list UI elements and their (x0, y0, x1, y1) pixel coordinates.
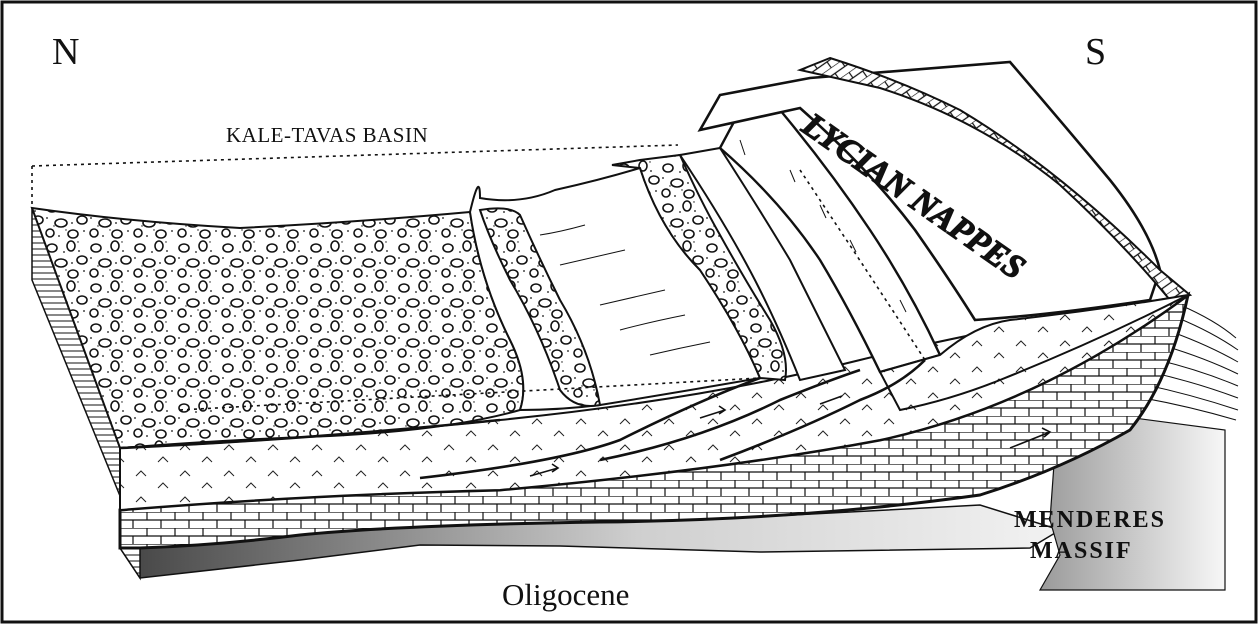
massif-label-line2: MASSIF (1030, 538, 1133, 564)
basin-label: KALE-TAVAS BASIN (226, 123, 428, 147)
south-label: S (1085, 31, 1106, 73)
oligocene-label: Oligocene (502, 577, 629, 612)
massif-label-line1: MENDERES (1014, 507, 1166, 533)
north-label: N (52, 31, 79, 73)
